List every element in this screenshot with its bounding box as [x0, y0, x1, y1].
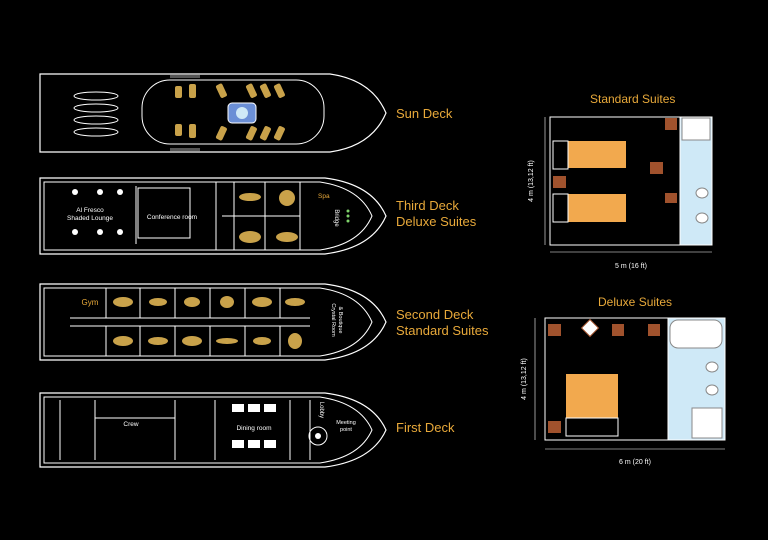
standard-suite-floorplan: 4 m (13,12 ft) 5 m (16 ft) [528, 116, 713, 270]
sun-deck-plan [39, 73, 387, 153]
lobby-label: Lobby [318, 402, 324, 418]
meeting-point-label: Meeting [336, 420, 356, 426]
crystal-room-label: Crystal Room [330, 303, 336, 337]
conference-room-label: Conference room [147, 214, 197, 221]
deluxe-width-label: 6 m (20 ft) [619, 459, 651, 466]
bridge-label: Bridge [333, 209, 339, 227]
kayak-icons [73, 91, 119, 137]
jacuzzi [227, 102, 257, 124]
boutique-label: & Boutique [337, 307, 343, 334]
sun-deck-label: Sun Deck [396, 106, 453, 121]
bridge-lights [346, 209, 350, 223]
sun-loungers [175, 83, 285, 141]
gym-label: Gym [82, 298, 99, 307]
first-deck-plan: Crew Dining room Lobby Meeting point [39, 392, 387, 468]
meeting-point-label-2: point [340, 427, 352, 433]
al-fresco-label: Al Fresco [76, 207, 104, 214]
crew-label: Crew [123, 421, 138, 428]
dining-tables [232, 404, 276, 448]
spa-label: Spa [318, 193, 330, 200]
standard-width-label: 5 m (16 ft) [615, 263, 647, 270]
third-deck-plan: Al Fresco Shaded Lounge Conference room … [39, 177, 387, 255]
suite-animal-icons [239, 190, 298, 243]
suite-animal-icons-second [113, 296, 305, 349]
deluxe-suite-floorplan: 4 m (13,12 ft) 6 m (20 ft) [521, 317, 726, 466]
dining-room-label: Dining room [236, 425, 271, 432]
deluxe-height-label: 4 m (13,12 ft) [521, 358, 528, 400]
standard-suites-title: Standard Suites [590, 92, 676, 106]
shaded-lounge-label: Shaded Lounge [67, 215, 113, 222]
first-deck-label: First Deck [396, 420, 455, 435]
lounge-table-icons [72, 189, 123, 235]
second-deck-plan: Gym Crystal Room & Boutique [39, 283, 387, 361]
spiral-staircase [308, 426, 328, 446]
deck-railing-dots [170, 75, 200, 151]
standard-height-label: 4 m (13,12 ft) [528, 160, 535, 202]
deluxe-suites-title: Deluxe Suites [598, 295, 673, 309]
